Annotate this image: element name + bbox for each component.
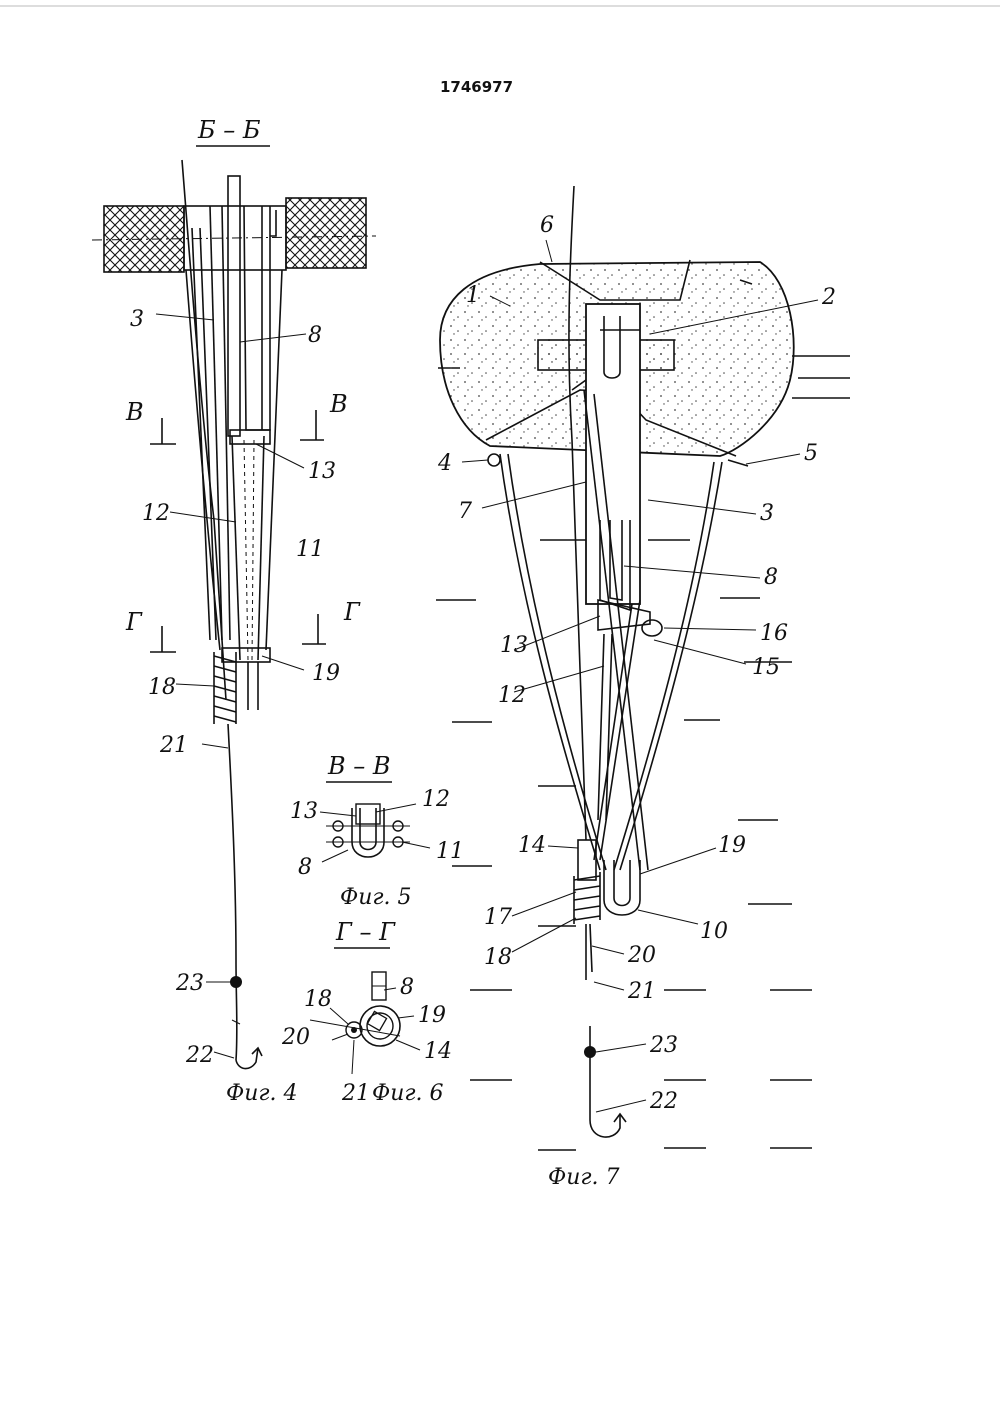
svg-text:12: 12 bbox=[422, 787, 450, 812]
svg-text:23: 23 bbox=[649, 1033, 678, 1058]
fig4-hook bbox=[235, 1047, 259, 1070]
svg-text:12: 12 bbox=[498, 683, 526, 708]
svg-text:В: В bbox=[329, 390, 348, 418]
svg-text:16: 16 bbox=[760, 621, 788, 646]
fig4-float-right bbox=[285, 197, 367, 269]
svg-text:18: 18 bbox=[484, 945, 512, 970]
svg-text:20: 20 bbox=[281, 1025, 310, 1050]
svg-text:Г: Г bbox=[343, 598, 361, 626]
svg-text:11: 11 bbox=[296, 537, 324, 562]
fig4-sinker bbox=[230, 976, 242, 988]
svg-text:Г: Г bbox=[125, 608, 143, 636]
svg-text:8: 8 bbox=[298, 855, 312, 880]
svg-text:3: 3 bbox=[130, 307, 144, 332]
svg-text:18: 18 bbox=[148, 675, 176, 700]
fig5-caption: Фиг. 5 bbox=[340, 885, 412, 910]
svg-text:8: 8 bbox=[308, 323, 322, 348]
svg-text:В: В bbox=[125, 398, 144, 426]
svg-text:22: 22 bbox=[185, 1043, 214, 1068]
fig6-section-label: Г – Г bbox=[335, 918, 396, 946]
svg-text:7: 7 bbox=[458, 499, 472, 524]
svg-text:23: 23 bbox=[175, 971, 204, 996]
svg-text:3: 3 bbox=[760, 501, 774, 526]
fig7-sinker bbox=[584, 1046, 596, 1058]
svg-text:21: 21 bbox=[159, 733, 188, 758]
svg-text:14: 14 bbox=[518, 833, 546, 858]
fig4-rod-8 bbox=[227, 175, 241, 437]
svg-text:2: 2 bbox=[821, 285, 836, 310]
document-number: 1746977 bbox=[440, 78, 513, 96]
svg-text:19: 19 bbox=[312, 661, 340, 686]
fig6-caption: Фиг. 6 bbox=[372, 1081, 444, 1106]
svg-text:1: 1 bbox=[466, 283, 480, 308]
fig5-section-label: В – В bbox=[327, 752, 391, 780]
fig7-caption: Фиг. 7 bbox=[548, 1165, 620, 1190]
fig7-central-tube bbox=[585, 303, 641, 605]
svg-text:8: 8 bbox=[764, 565, 778, 590]
fig4-caption: Фиг. 4 bbox=[226, 1081, 298, 1106]
svg-text:22: 22 bbox=[649, 1089, 678, 1114]
svg-text:4: 4 bbox=[437, 451, 452, 476]
svg-text:17: 17 bbox=[484, 905, 512, 930]
fig7-hook bbox=[589, 1114, 621, 1138]
fig4-drawing: Б – Б bbox=[91, 116, 377, 1106]
svg-text:12: 12 bbox=[142, 501, 170, 526]
svg-text:20: 20 bbox=[627, 943, 656, 968]
svg-text:8: 8 bbox=[400, 975, 414, 1000]
fig4-cut-marks: В В Г Г bbox=[125, 390, 361, 653]
svg-text:14: 14 bbox=[424, 1039, 452, 1064]
svg-text:18: 18 bbox=[304, 987, 332, 1012]
svg-text:6: 6 bbox=[540, 213, 554, 238]
fig4-float-left bbox=[103, 205, 185, 273]
svg-text:13: 13 bbox=[500, 633, 528, 658]
svg-text:5: 5 bbox=[804, 441, 818, 466]
fig5-drawing: В – В 13 12 8 11 Фиг. 5 bbox=[290, 752, 464, 910]
svg-text:11: 11 bbox=[436, 839, 464, 864]
fig7-water-lines bbox=[436, 355, 850, 1151]
svg-text:13: 13 bbox=[290, 799, 318, 824]
svg-text:10: 10 bbox=[700, 919, 728, 944]
svg-text:19: 19 bbox=[418, 1003, 446, 1028]
svg-text:21: 21 bbox=[341, 1081, 370, 1106]
svg-text:13: 13 bbox=[308, 459, 336, 484]
svg-text:21: 21 bbox=[627, 979, 656, 1004]
svg-text:19: 19 bbox=[718, 833, 746, 858]
fig4-spring bbox=[213, 652, 237, 724]
fig6-drawing: Г – Г 8 18 19 20 14 21 Фиг. 6 bbox=[281, 918, 452, 1106]
fig4-section-label: Б – Б bbox=[197, 116, 261, 144]
svg-text:15: 15 bbox=[752, 655, 780, 680]
fig7-drawing: 1 6 2 4 5 7 3 8 16 13 15 12 14 19 17 10 … bbox=[436, 185, 850, 1190]
